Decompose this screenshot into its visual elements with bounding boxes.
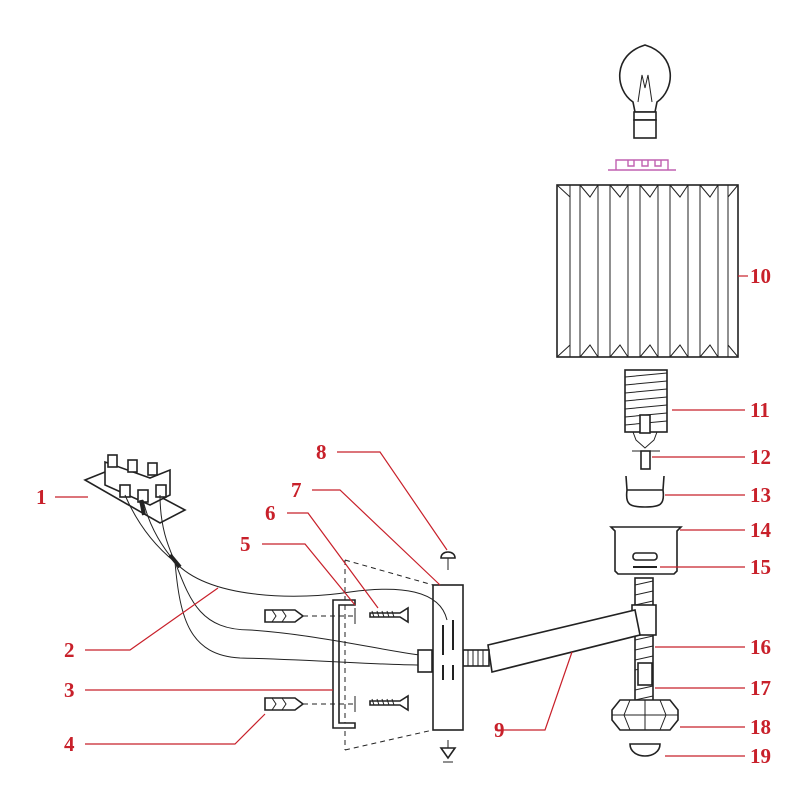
label-9: 9 bbox=[494, 718, 505, 742]
label-4: 4 bbox=[64, 732, 75, 756]
mounting-bracket bbox=[332, 599, 356, 729]
pleated-lamp-shade bbox=[556, 184, 739, 358]
label-19: 19 bbox=[750, 744, 771, 768]
label-7: 7 bbox=[291, 478, 302, 502]
label-3: 3 bbox=[64, 678, 75, 702]
label-11: 11 bbox=[750, 398, 770, 422]
finial-ball bbox=[629, 743, 661, 757]
light-bulb bbox=[619, 44, 671, 139]
threaded-socket bbox=[624, 369, 668, 449]
wall-plate bbox=[344, 559, 464, 751]
power-wires bbox=[124, 494, 448, 673]
shade-ring-bracket bbox=[608, 159, 676, 171]
label-15: 15 bbox=[750, 555, 771, 579]
cap-screws bbox=[439, 551, 457, 763]
cup-holder bbox=[609, 526, 683, 575]
wall-anchors bbox=[264, 609, 353, 711]
label-12: 12 bbox=[750, 445, 771, 469]
label-1: 1 bbox=[36, 485, 47, 509]
label-2: 2 bbox=[64, 638, 75, 662]
label-6: 6 bbox=[265, 501, 276, 525]
swing-arm bbox=[462, 609, 641, 673]
label-8: 8 bbox=[316, 440, 327, 464]
wood-screws bbox=[354, 606, 409, 712]
terminal-block bbox=[83, 454, 187, 524]
label-16: 16 bbox=[750, 635, 771, 659]
cup-clip bbox=[625, 475, 665, 508]
label-5: 5 bbox=[240, 532, 251, 556]
leader-lines bbox=[55, 275, 748, 757]
crystal-knob bbox=[611, 699, 679, 731]
label-14: 14 bbox=[750, 518, 772, 542]
threaded-rod bbox=[631, 577, 657, 709]
part-labels: 1 2 3 4 5 6 7 8 9 10 11 12 13 14 15 16 1… bbox=[36, 264, 772, 768]
label-17: 17 bbox=[750, 676, 771, 700]
label-18: 18 bbox=[750, 715, 771, 739]
label-10: 10 bbox=[750, 264, 771, 288]
socket-pin bbox=[632, 450, 660, 470]
label-13: 13 bbox=[750, 483, 771, 507]
